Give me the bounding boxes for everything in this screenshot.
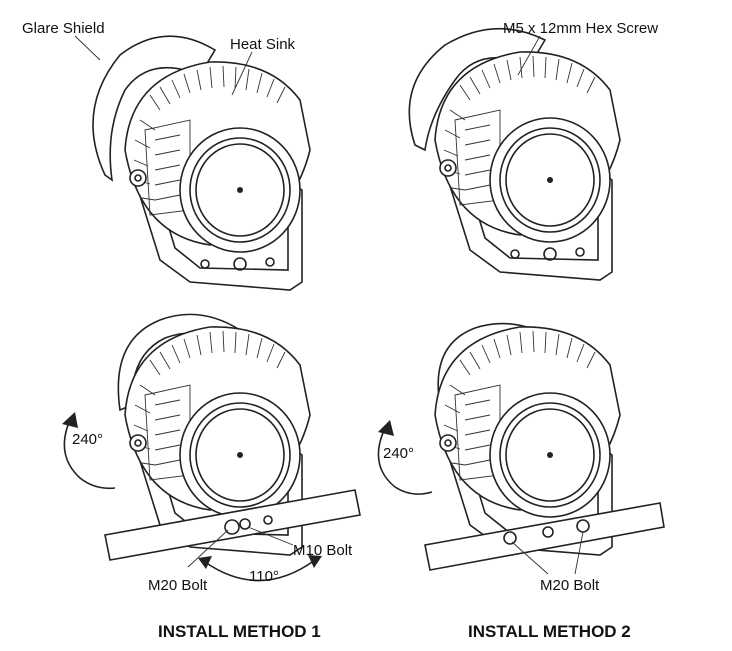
mounting-plate [104, 489, 361, 561]
glare-shield-2 [408, 27, 547, 152]
leader-glare-shield [74, 35, 101, 61]
rotation-arrow-240-a [63, 419, 116, 490]
label-rotation-240-b: 240° [383, 445, 414, 462]
leader-heat-sink [231, 51, 253, 96]
label-rotation-240-a: 240° [72, 431, 103, 448]
fixture-bottom-left [62, 313, 361, 582]
leader-hex-screw [517, 35, 541, 76]
rotation-arrow-110 [204, 559, 316, 582]
label-m20-bolt-b: M20 Bolt [540, 577, 600, 594]
label-m20-bolt-a: M20 Bolt [148, 577, 208, 594]
label-m10-bolt: M10 Bolt [293, 542, 353, 559]
rotation-arrow-240-b [377, 427, 433, 495]
caption-install-method-2: INSTALL METHOD 2 [468, 622, 631, 641]
label-glare-shield: Glare Shield [22, 20, 105, 37]
glare-shield [92, 35, 217, 182]
fixture-top-right [408, 27, 621, 281]
label-hex-screw: M5 x 12mm Hex Screw [503, 20, 658, 37]
fixture-bottom-right [377, 322, 665, 575]
caption-install-method-1: INSTALL METHOD 1 [158, 622, 321, 641]
label-heat-sink: Heat Sink [230, 36, 296, 53]
fixture-top-left [92, 35, 311, 291]
label-rotation-110: 110° [249, 568, 279, 585]
